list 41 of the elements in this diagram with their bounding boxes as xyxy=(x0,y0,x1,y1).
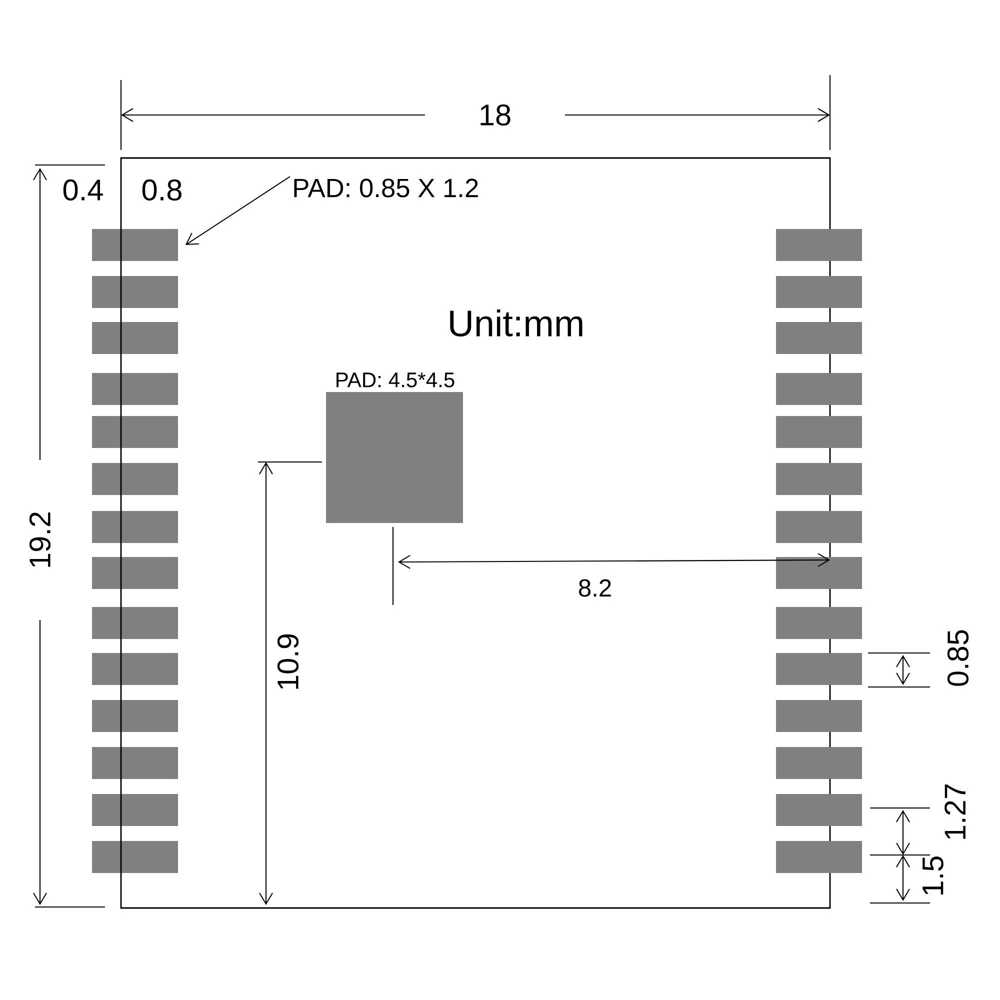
leader-line xyxy=(185,176,290,245)
pad xyxy=(92,607,178,639)
pad xyxy=(776,373,862,405)
pad xyxy=(92,841,178,873)
unit-note: Unit:mm xyxy=(450,309,582,337)
pad xyxy=(92,700,178,732)
pad xyxy=(92,322,178,354)
pad xyxy=(92,229,178,261)
dimension-label: 0.85 xyxy=(947,630,969,686)
pad xyxy=(776,794,862,826)
pad xyxy=(92,557,178,589)
dimension-label: 0.4 xyxy=(63,179,103,201)
dimension-label: 0.8 xyxy=(142,179,182,201)
pad xyxy=(92,794,178,826)
pad xyxy=(776,416,862,448)
pad xyxy=(776,653,862,685)
pad xyxy=(92,511,178,543)
pad xyxy=(92,653,178,685)
dimension-label: 19.2 xyxy=(29,512,51,567)
dimension-label: 18 xyxy=(480,104,510,126)
pad xyxy=(776,229,862,261)
pad xyxy=(776,607,862,639)
pad xyxy=(776,557,862,589)
pad xyxy=(776,747,862,779)
pad xyxy=(776,511,862,543)
dimension-label: 8.2 xyxy=(578,579,611,597)
pad xyxy=(92,463,178,495)
pad xyxy=(776,276,862,308)
pad xyxy=(776,700,862,732)
pad xyxy=(776,322,862,354)
pad-label: PAD: 0.85 X 1.2 xyxy=(294,178,478,198)
pad xyxy=(326,392,463,523)
dimension-label: 1.27 xyxy=(944,784,966,839)
pad xyxy=(776,841,862,873)
pad xyxy=(92,276,178,308)
pad xyxy=(92,416,178,448)
dimension-label: 1.5 xyxy=(922,856,944,894)
pad xyxy=(776,463,862,495)
pad xyxy=(92,373,178,405)
pad xyxy=(92,747,178,779)
dimension-label: 10.9 xyxy=(277,634,299,689)
